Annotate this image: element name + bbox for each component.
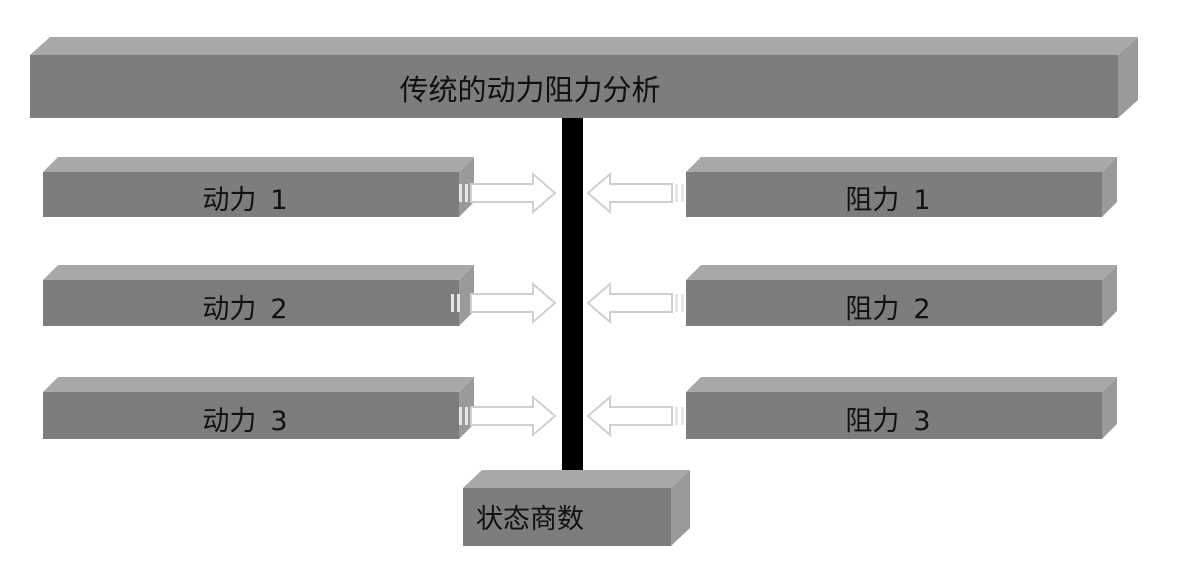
right-arrow-1 [459,171,557,215]
resisting-force-label: 阻力 [845,294,899,325]
resisting-force-box-1: 阻力 1 [686,157,1117,217]
resisting-force-box-2: 阻力 2 [686,265,1117,326]
driving-force-box-3: 动力 3 [43,377,474,439]
left-arrow-3 [586,394,684,438]
driving-force-index: 3 [270,406,287,437]
resisting-force-index: 3 [913,406,930,437]
driving-force-label: 动力 [202,294,256,325]
svg-text:阻力3: 阻力 3 [845,406,930,437]
driving-force-box-1: 动力 1 [43,157,474,217]
right-arrow-3 [459,394,557,438]
svg-text:动力3: 动力 3 [202,406,287,437]
svg-text:阻力1: 阻力 1 [845,185,930,216]
central-bar [562,118,583,474]
left-arrow-1 [586,171,684,215]
result-box: 状态商数 [463,470,690,546]
resisting-force-box-3: 阻力 3 [686,377,1117,439]
left-arrow-2 [586,281,684,325]
svg-text:阻力2: 阻力 2 [845,294,930,325]
right-arrow-2 [451,281,557,325]
resisting-force-label: 阻力 [845,185,899,216]
driving-force-label: 动力 [202,185,256,216]
svg-text:动力1: 动力 1 [202,185,287,216]
resisting-force-index: 1 [913,185,930,216]
driving-force-box-2: 动力 2 [43,265,474,326]
title-box: 传统的动力阻力分析 [30,37,1138,118]
driving-force-label: 动力 [202,406,256,437]
result-label: 状态商数 [476,504,584,535]
driving-force-index: 2 [270,294,287,325]
driving-force-index: 1 [270,185,287,216]
resisting-force-index: 2 [913,294,930,325]
title-text: 传统的动力阻力分析 [399,73,660,107]
resisting-force-label: 阻力 [845,406,899,437]
svg-text:动力2: 动力 2 [202,294,287,325]
